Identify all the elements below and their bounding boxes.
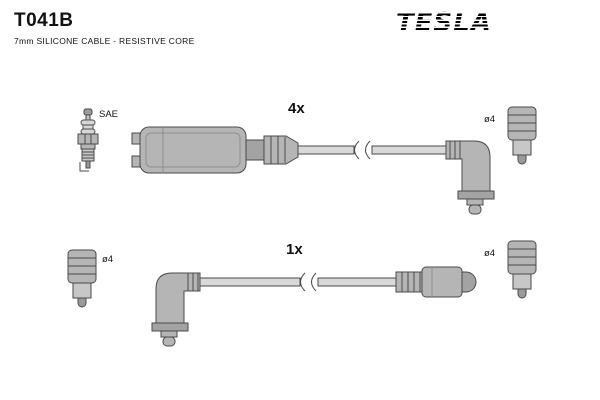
top-cable-line	[297, 140, 447, 160]
subtitle: 7mm SILICONE CABLE - RESISTIVE CORE	[14, 36, 195, 46]
spark-plug-icon	[77, 108, 99, 172]
bottom-left-terminal-icon	[67, 249, 97, 308]
top-terminal-icon	[507, 106, 537, 165]
part-number: T041B	[14, 10, 74, 31]
bottom-cable-set: ø4 1x	[67, 240, 537, 347]
top-quantity-label: 4x	[288, 100, 305, 117]
top-cable-set: SAE 4x	[77, 100, 537, 215]
top-terminal-label: ø4	[484, 114, 495, 125]
bottom-left-terminal-label: ø4	[102, 254, 113, 265]
spark-plug-label: SAE	[99, 109, 118, 120]
straight-connector-icon	[395, 266, 477, 298]
bottom-right-terminal-icon	[507, 240, 537, 299]
angle-boot-icon	[445, 140, 495, 215]
bottom-cable-line	[199, 272, 397, 292]
bottom-quantity-label: 1x	[286, 241, 303, 258]
bottom-right-terminal-label: ø4	[484, 248, 495, 259]
distributor-connector-icon	[131, 126, 299, 174]
bottom-angle-boot-icon	[151, 272, 201, 347]
